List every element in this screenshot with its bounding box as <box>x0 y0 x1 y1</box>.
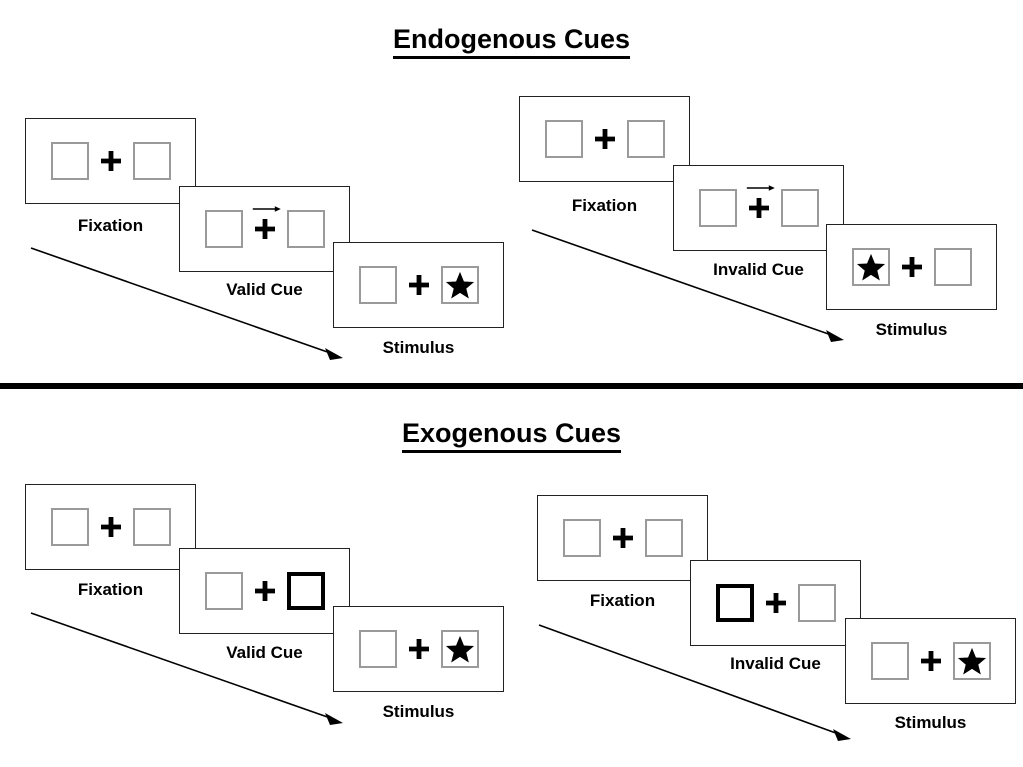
arrow-right-icon <box>746 185 775 191</box>
panel-label-endogenous-valid-fixation: Fixation <box>77 216 144 235</box>
panel-exogenous-invalid-fixation <box>537 495 708 581</box>
panel-endogenous-valid-fixation <box>25 118 196 204</box>
slot-left <box>870 642 909 680</box>
panel-content <box>358 266 479 304</box>
panel-label-endogenous-valid-cue: Valid Cue <box>226 280 303 299</box>
section-title-exogenous: Exogenous Cues <box>0 418 1023 453</box>
slot-left <box>851 248 890 286</box>
slot-right <box>132 508 171 546</box>
plus-icon <box>748 198 769 218</box>
slot-right <box>780 189 819 227</box>
panel-content <box>851 248 972 286</box>
star-icon <box>957 647 986 675</box>
slot-left <box>562 519 601 557</box>
panel-content <box>204 206 325 248</box>
panel-label-endogenous-valid-stimulus: Stimulus <box>382 338 455 357</box>
fixation-cross <box>909 651 953 671</box>
panel-endogenous-invalid-stimulus <box>826 224 997 310</box>
plus-icon <box>765 593 786 613</box>
slot-left <box>50 508 89 546</box>
panel-label-exogenous-invalid-stimulus: Stimulus <box>894 713 967 732</box>
panel-exogenous-invalid-stimulus <box>845 618 1016 704</box>
slot-right <box>933 248 972 286</box>
panel-content <box>715 584 836 622</box>
panel-exogenous-invalid-cue <box>690 560 861 646</box>
fixation-cross <box>601 528 645 548</box>
plus-icon <box>901 257 922 277</box>
slot-right <box>626 120 665 158</box>
panel-endogenous-valid-stimulus <box>333 242 504 328</box>
slot-left <box>204 210 243 248</box>
plus-icon <box>408 275 429 295</box>
slot-left <box>358 266 397 304</box>
slot-right <box>440 266 479 304</box>
fixation-cross <box>89 517 133 537</box>
panel-label-exogenous-valid-stimulus: Stimulus <box>382 702 455 721</box>
panel-content <box>204 572 325 610</box>
panel-label-exogenous-invalid-cue: Invalid Cue <box>730 654 821 673</box>
slot-left <box>50 142 89 180</box>
fixation-cross <box>737 185 781 218</box>
plus-icon <box>594 129 615 149</box>
slot-right <box>132 142 171 180</box>
fixation-cross <box>89 151 133 171</box>
section-title-endogenous: Endogenous Cues <box>0 24 1023 59</box>
panel-endogenous-valid-cue <box>179 186 350 272</box>
section-title-exogenous-text: Exogenous Cues <box>401 418 622 453</box>
plus-icon <box>100 151 121 171</box>
slot-right <box>644 519 683 557</box>
arrow-right-icon <box>252 206 281 212</box>
slot-right-cued <box>286 572 325 610</box>
panel-exogenous-valid-stimulus <box>333 606 504 692</box>
plus-icon <box>920 651 941 671</box>
slot-left <box>698 189 737 227</box>
slot-right <box>797 584 836 622</box>
panel-content <box>544 120 665 158</box>
star-icon <box>445 271 474 299</box>
fixation-cross <box>397 275 441 295</box>
slot-right <box>286 210 325 248</box>
slot-right <box>952 642 991 680</box>
panel-content <box>562 519 683 557</box>
panel-label-endogenous-invalid-fixation: Fixation <box>571 196 638 215</box>
plus-icon <box>612 528 633 548</box>
panel-endogenous-invalid-cue <box>673 165 844 251</box>
panel-label-endogenous-invalid-stimulus: Stimulus <box>875 320 948 339</box>
slot-left <box>358 630 397 668</box>
fixation-cross <box>890 257 934 277</box>
section-title-endogenous-text: Endogenous Cues <box>392 24 630 59</box>
panel-content <box>50 508 171 546</box>
fixation-cross <box>397 639 441 659</box>
plus-icon <box>408 639 429 659</box>
panel-exogenous-valid-cue <box>179 548 350 634</box>
panel-label-exogenous-valid-cue: Valid Cue <box>226 643 303 662</box>
slot-left-cued <box>715 584 754 622</box>
panel-label-endogenous-invalid-cue: Invalid Cue <box>713 260 804 279</box>
panel-exogenous-valid-fixation <box>25 484 196 570</box>
panel-content <box>358 630 479 668</box>
slot-right <box>440 630 479 668</box>
panel-label-exogenous-invalid-fixation: Fixation <box>589 591 656 610</box>
fixation-cross <box>243 206 287 239</box>
panel-endogenous-invalid-fixation <box>519 96 690 182</box>
plus-icon <box>254 581 275 601</box>
plus-icon <box>100 517 121 537</box>
plus-icon <box>254 219 275 239</box>
slot-left <box>204 572 243 610</box>
panel-content <box>698 185 819 227</box>
panel-content <box>50 142 171 180</box>
star-icon <box>445 635 474 663</box>
section-divider <box>0 383 1023 389</box>
fixation-cross <box>754 593 798 613</box>
panel-label-exogenous-valid-fixation: Fixation <box>77 580 144 599</box>
fixation-cross <box>583 129 627 149</box>
star-icon <box>856 253 885 281</box>
fixation-cross <box>243 581 287 601</box>
slot-left <box>544 120 583 158</box>
panel-content <box>870 642 991 680</box>
